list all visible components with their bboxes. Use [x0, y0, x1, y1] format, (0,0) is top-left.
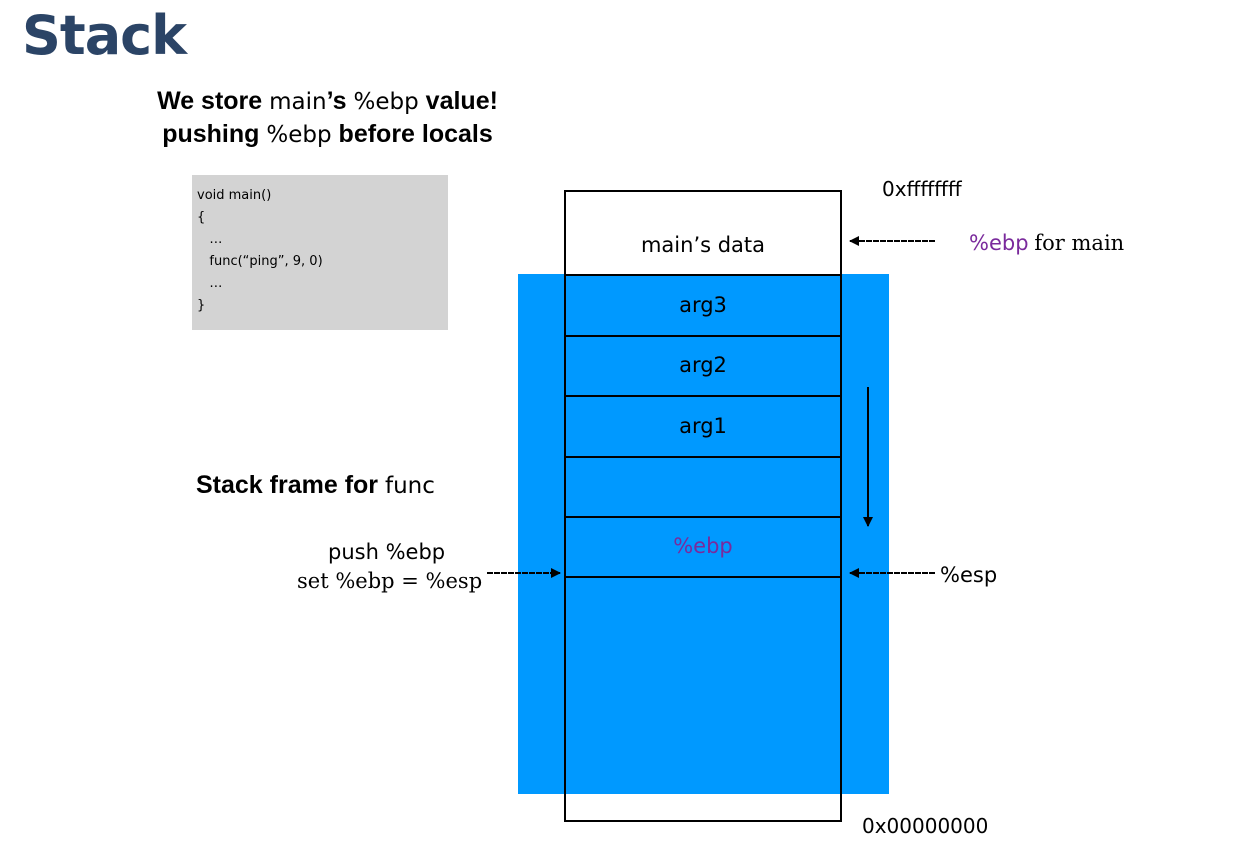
stack-frame-label-func: func	[384, 473, 435, 499]
subtitle-line-2: pushing %ebp before locals	[120, 120, 535, 149]
ebp-for-main-text: for main	[1034, 231, 1125, 255]
ebp-register: %ebp	[969, 231, 1029, 255]
subtitle-text: We store	[157, 87, 263, 115]
stack-cell-ebp: %ebp	[564, 516, 842, 578]
ebp-for-main-label: %ebp for main	[969, 231, 1124, 256]
address-bottom: 0x00000000	[862, 814, 989, 838]
address-top: 0xffffffff	[882, 177, 962, 201]
stack-frame-label-bold: Stack frame for	[196, 471, 379, 499]
subtitle-main: main	[269, 89, 327, 115]
stack-cell-bottom	[564, 794, 842, 822]
esp-label: %esp	[940, 563, 998, 587]
stack-frame-highlight	[518, 274, 889, 794]
page-title: Stack	[22, 4, 187, 67]
stack-cell-arg1: arg1	[564, 395, 842, 458]
code-line: func(“ping”, 9, 0)	[197, 254, 323, 269]
subtitle-possessive: ’s	[326, 87, 347, 115]
subtitle-text: pushing	[162, 120, 260, 148]
subtitle-line-1: We store main’s %ebp value!	[120, 87, 535, 116]
code-line: void main()	[197, 188, 272, 203]
subtitle-text: value!	[425, 87, 498, 115]
set-ebp-label: set %ebp = %esp	[297, 569, 483, 593]
push-ebp-label: push %ebp	[328, 540, 446, 564]
stack-cell-empty	[564, 456, 842, 518]
code-line: {	[197, 210, 206, 225]
stack-frame-label: Stack frame for func	[196, 471, 435, 500]
code-line: …	[197, 276, 223, 291]
subtitle-ebp: %ebp	[353, 89, 419, 115]
stack-cell-arg3: arg3	[564, 274, 842, 337]
subtitle-text: before locals	[338, 120, 493, 148]
code-line: }	[197, 298, 206, 313]
subtitle-ebp: %ebp	[266, 122, 332, 148]
code-line: …	[197, 232, 223, 247]
stack-cell-main-data: main’s data	[564, 215, 842, 276]
code-snippet: void main() { … func(“ping”, 9, 0) …}	[192, 175, 448, 330]
stack-cell-arg2: arg2	[564, 335, 842, 397]
